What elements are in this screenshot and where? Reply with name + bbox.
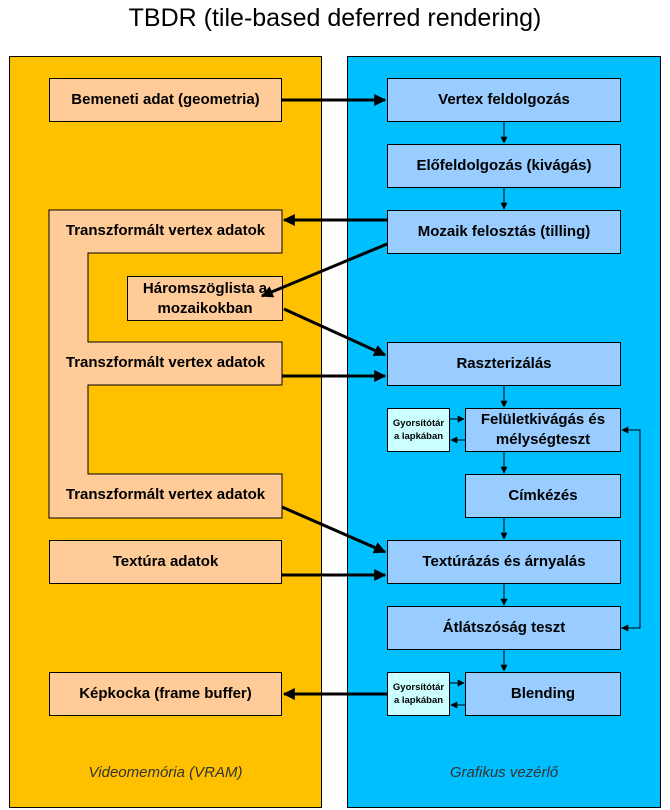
frame-buffer-box: Képkocka (frame buffer) — [49, 672, 282, 716]
tiling-box: Mozaik felosztás (tilling) — [387, 210, 621, 254]
alpha-test-box: Átlátszóság teszt — [387, 606, 621, 650]
vertex-processing-box: Vertex feldolgozás — [387, 78, 621, 122]
rasterization-box: Raszterizálás — [387, 342, 621, 386]
triangle-list-box: Háromszöglista a mozaikokban — [127, 276, 283, 321]
tile-cache-box-1: Gyorsítótár a lapkában — [387, 408, 450, 452]
input-data-box: Bemeneti adat (geometria) — [49, 78, 282, 122]
transformed-vertex-label-3: Transzformált vertex adatok — [65, 486, 266, 503]
diagram-title: TBDR (tile-based deferred rendering) — [128, 4, 542, 32]
tagging-box: Címkézés — [465, 474, 621, 518]
vram-panel-label: Videomemória (VRAM) — [88, 764, 243, 781]
transformed-vertex-label-2: Transzformált vertex adatok — [65, 354, 266, 371]
texture-data-box: Textúra adatok — [49, 540, 282, 584]
gpu-panel-label: Grafikus vezérlő — [449, 764, 559, 781]
texturing-shading-box: Textúrázás és árnyalás — [387, 540, 621, 584]
tile-cache-box-2: Gyorsítótár a lapkában — [387, 672, 450, 716]
hsr-depth-test-box: Felületkivágás és mélységteszt — [465, 408, 621, 452]
blending-box: Blending — [465, 672, 621, 716]
transformed-vertex-label-1: Transzformált vertex adatok — [65, 222, 266, 239]
preprocessing-box: Előfeldolgozás (kivágás) — [387, 144, 621, 188]
